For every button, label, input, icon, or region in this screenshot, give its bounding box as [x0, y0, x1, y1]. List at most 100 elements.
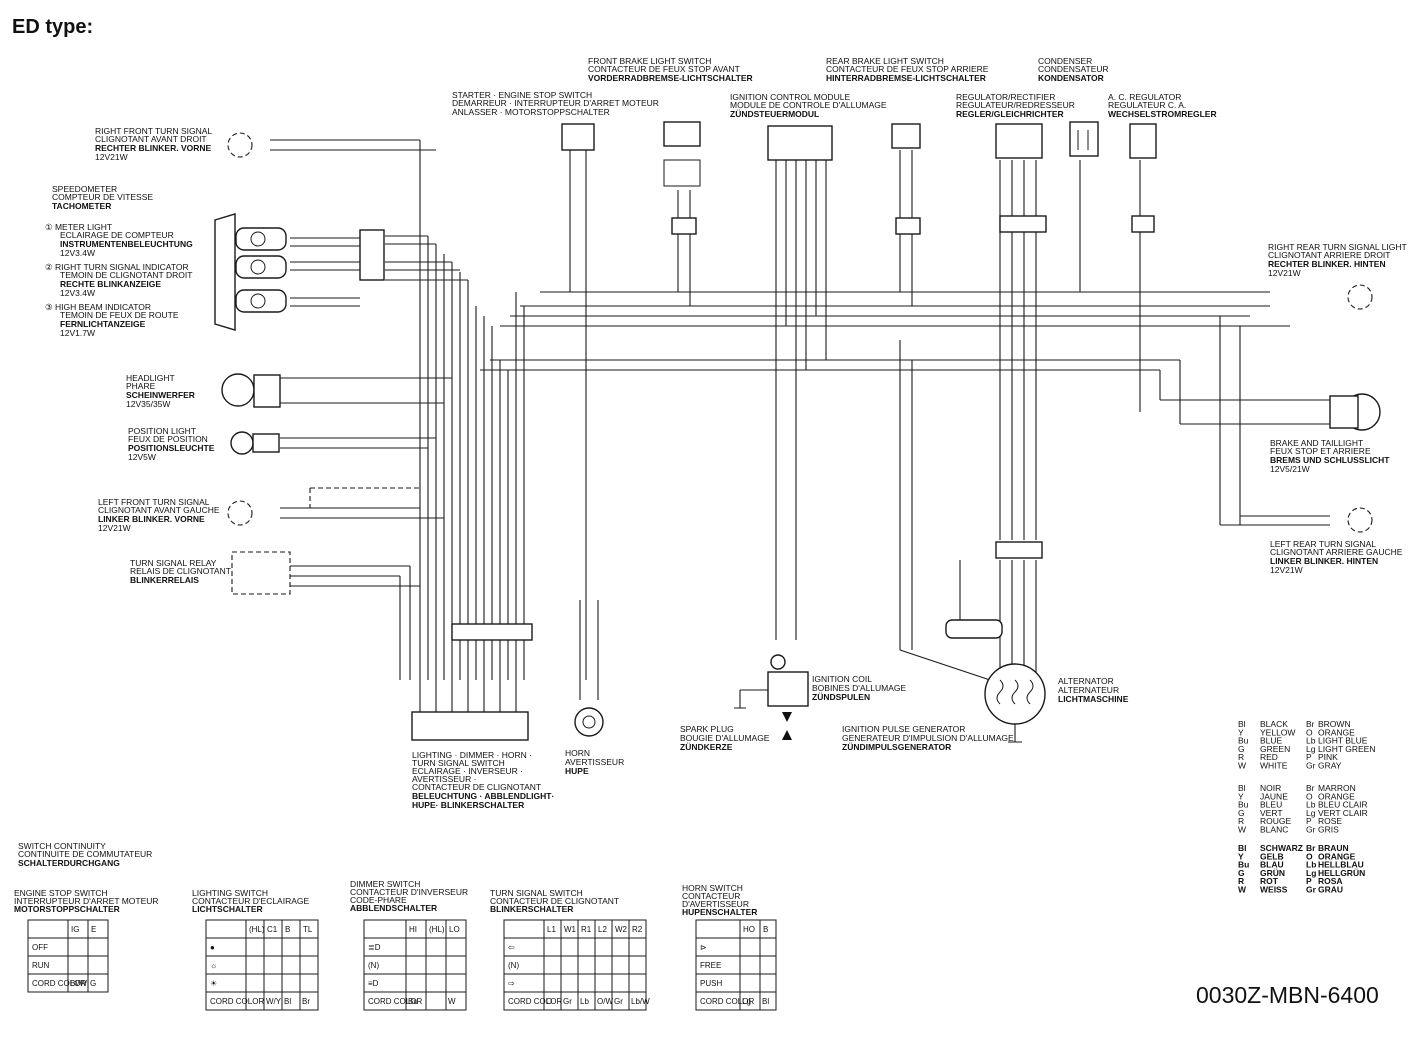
headlight-socket-icon — [253, 374, 281, 408]
lf-turn-label-4: 12V21W — [98, 523, 131, 533]
legend-english-0-2: Br — [1306, 719, 1315, 729]
turn-switch-title-0: TURN SIGNAL SWITCH — [490, 888, 583, 898]
lighting-row-0: ● — [210, 943, 215, 952]
horn-label-2: AVERTISSEUR — [565, 757, 624, 767]
legend-french-1-3: ORANGE — [1318, 791, 1355, 801]
engine_stop-switch-title-0: ENGINE STOP SWITCH — [14, 888, 108, 898]
lighting-row-1: ☼ — [210, 961, 217, 970]
engine_stop-row-0: OFF — [32, 943, 48, 952]
rf-turn-bulb-icon — [227, 132, 253, 158]
dimmer-row-3: CORD COLOR — [368, 997, 422, 1006]
legend-german-3-3: HELLGRÜN — [1318, 868, 1365, 878]
pulse-generator-icon — [945, 619, 1003, 639]
ac-regulator-icon — [1129, 123, 1157, 159]
spark-label-2: BOUGIE D'ALLUMAGE — [680, 733, 770, 743]
regulator-connector-icon — [999, 215, 1047, 233]
headlight-icon — [221, 373, 255, 407]
speedometer-label-3: TACHOMETER — [52, 201, 111, 211]
horn-icon — [574, 707, 604, 737]
lighting-switch-title-2: LICHTSCHALTER — [192, 904, 263, 914]
lr-turn-label-2: CLIGNOTANT ARRIERE GAUCHE — [1270, 547, 1403, 557]
legend-french-2-1: BLEU — [1260, 800, 1282, 810]
alternator-connector-icon — [995, 541, 1043, 559]
rt-indicator-label-3: RECHTE BLINKANZEIGE — [60, 279, 161, 289]
turn-table — [503, 919, 647, 1011]
rr-turn-label-2: CLIGNOTANT ARRIERE DROIT — [1268, 250, 1390, 260]
lf-turn-label-1: LEFT FRONT TURN SIGNAL — [98, 497, 210, 507]
pulse-label-1: IGNITION PULSE GENERATOR — [842, 724, 965, 734]
legend-german-1-0: Y — [1238, 851, 1244, 861]
turn-header-3: R1 — [581, 925, 592, 934]
turn-row-1: (N) — [508, 961, 519, 970]
legend-english-0-1: BLACK — [1260, 719, 1288, 729]
turn-row-3: CORD COLOR — [508, 997, 562, 1006]
legend-german-0-0: Bl — [1238, 843, 1247, 853]
icm-label-2: MODULE DE CONTROLE D'ALLUMAGE — [730, 100, 887, 110]
turn-cord-color-0: O — [546, 997, 552, 1006]
rr-turn-label-3: RECHTER BLINKER. HINTEN — [1268, 259, 1386, 269]
speedometer-label-2: COMPTEUR DE VITESSE — [52, 192, 153, 202]
legend-german-2-0: Bu — [1238, 860, 1249, 870]
legend-german-1-3: ORANGE — [1318, 851, 1356, 861]
legend-german-2-1: BLAU — [1260, 860, 1284, 870]
condenser-label-1: CONDENSER — [1038, 56, 1092, 66]
legend-french-2-0: Bu — [1238, 800, 1249, 810]
lighting-switch-icon — [411, 711, 529, 741]
continuity-title-1: SWITCH CONTINUITY — [18, 841, 106, 851]
dimmer-switch-title-3: ABBLENDSCHALTER — [350, 903, 437, 913]
main-harness — [270, 139, 1330, 712]
turn-header-5: W2 — [615, 925, 628, 934]
hb-indicator-icon — [235, 289, 287, 313]
dimmer-cord-color-2: W — [448, 997, 456, 1006]
headlight-label-1: HEADLIGHT — [126, 373, 175, 383]
regulator-box-icon — [995, 123, 1043, 159]
turn-row-0: ⇦ — [508, 943, 515, 952]
legend-english-2-0: Bu — [1238, 736, 1249, 746]
legend-english-0-0: Bl — [1238, 719, 1246, 729]
turn-header-2: W1 — [564, 925, 577, 934]
lighting-switch-title-0: LIGHTING SWITCH — [192, 888, 268, 898]
hb-indicator-label-1: ③ HIGH BEAM INDICATOR — [45, 302, 151, 312]
dimmer-switch-title-2: CODE-PHARE — [350, 895, 407, 905]
engine_stop-header-1: IG — [71, 925, 79, 934]
legend-german-3-0: G — [1238, 868, 1245, 878]
legend-english-3-3: LIGHT GREEN — [1318, 744, 1375, 754]
spark-label-1: SPARK PLUG — [680, 724, 734, 734]
horn-header-1: HO — [743, 925, 755, 934]
lighting-sw-label-1: LIGHTING · DIMMER · HORN · — [412, 750, 532, 760]
lighting-cord-color-3: Br — [302, 997, 310, 1006]
horn-row-0: ⊳ — [700, 943, 707, 952]
legend-english-1-2: O — [1306, 727, 1313, 737]
lf-turn-label-3: LINKER BLINKER. VORNE — [98, 514, 205, 524]
horn-switch-title-3: HUPENSCHALTER — [682, 907, 757, 917]
speedometer-housing-icon — [214, 213, 236, 331]
position-label-1: POSITION LIGHT — [128, 426, 196, 436]
horn-cord-color-1: Bl — [762, 997, 769, 1006]
horn-label-3: HUPE — [565, 766, 589, 776]
rt-indicator-label-1: ② RIGHT TURN SIGNAL INDICATOR — [45, 262, 189, 272]
component-shapes — [214, 121, 1381, 743]
lighting-row-2: ☀ — [210, 979, 217, 988]
starter-switch-icon — [561, 123, 595, 151]
position-label-3: POSITIONSLEUCHTE — [128, 443, 215, 453]
horn-table — [695, 919, 777, 1011]
legend-french-1-0: Y — [1238, 791, 1244, 801]
dimmer-header-2: (HL) — [429, 925, 445, 934]
legend-french-0-3: MARRON — [1318, 783, 1356, 793]
legend-english-1-0: Y — [1238, 727, 1244, 737]
rf-turn-label-2: CLIGNOTANT AVANT DROIT — [95, 134, 207, 144]
ignition-coil-icon — [767, 671, 809, 707]
lighting-header-1: (HL) — [249, 925, 265, 934]
dimmer-switch-title-0: DIMMER SWITCH — [350, 879, 420, 889]
turn-switch-title-1: CONTACTEUR DE CLIGNOTANT — [490, 896, 619, 906]
icm-label-3: ZÜNDSTEUERMODUL — [730, 109, 819, 119]
position-light-icon — [230, 431, 254, 455]
continuity-title-3: SCHALTERDURCHGANG — [18, 858, 120, 868]
spark-plug-icon — [782, 712, 792, 722]
legend-french-5-0: W — [1238, 825, 1246, 835]
legend-german-2-3: HELLBLAU — [1318, 860, 1364, 870]
dimmer-header-3: LO — [449, 925, 460, 934]
